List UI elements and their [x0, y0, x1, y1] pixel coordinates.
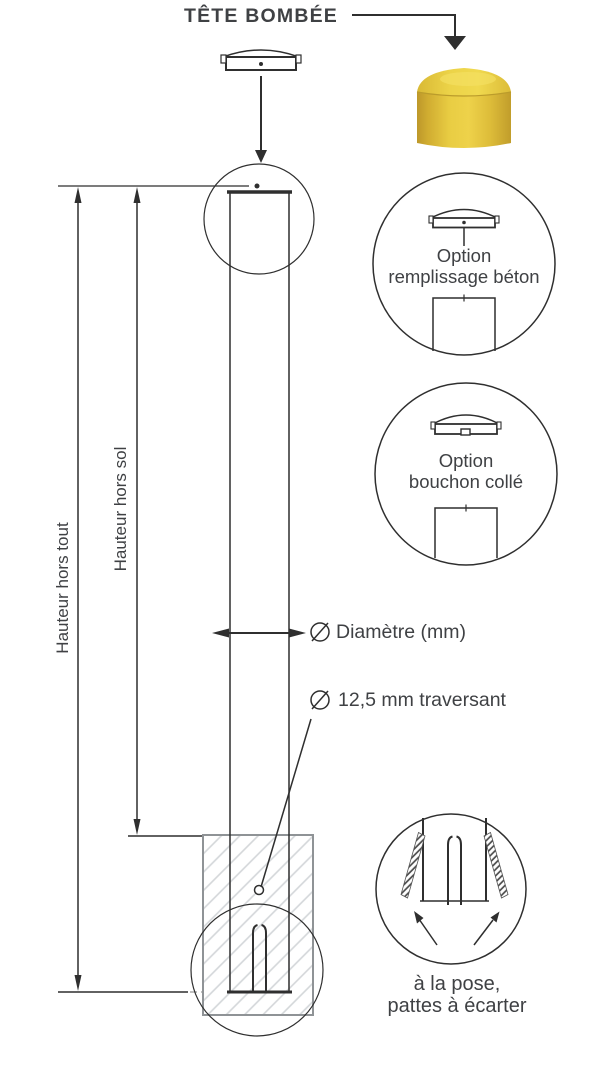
option-plug-line2: bouchon collé [408, 471, 524, 492]
installation-note-line1: à la pose, [413, 973, 501, 995]
hatched-footing [202, 834, 314, 1016]
option-concrete-line2: remplissage béton [388, 266, 540, 287]
dimension-above-ground-height [133, 187, 141, 835]
right-leg [483, 831, 509, 899]
above-ground-height-label: Hauteur hors sol [111, 446, 130, 572]
yellow-cap-3d-icon [416, 68, 512, 148]
diagram-title: TÊTE BOMBÉE [183, 5, 339, 27]
option-plug-line1: Option [438, 450, 494, 471]
dimension-overall-height [74, 187, 82, 991]
option-concrete-detail [372, 172, 556, 356]
spread-arrow-right [473, 911, 500, 946]
installation-note: à la pose, pattes à écarter [351, 973, 563, 1017]
domed-cap-profile-icon [220, 49, 302, 71]
diameter-arrow [212, 628, 306, 638]
cap-to-post-arrow [255, 76, 267, 163]
hole-diameter-sign-icon [310, 690, 330, 710]
option-glued-plug-detail [374, 382, 558, 566]
diameter-sign-icon [310, 622, 330, 642]
through-hole [253, 884, 265, 896]
legs-spread-detail [375, 813, 527, 965]
title-connector-arrow [352, 14, 466, 50]
post-bottom-slot [252, 924, 267, 991]
bollard-post [227, 190, 292, 994]
top-extension-line [58, 183, 260, 189]
diameter-label: Diamètre (mm) [336, 621, 466, 643]
option-plug-label: Option bouchon collé [366, 450, 566, 492]
bottom-detail-circle [190, 903, 324, 1037]
top-detail-circle [203, 163, 315, 275]
left-leg [400, 831, 426, 899]
spread-arrow-left [414, 911, 438, 946]
installation-note-line2: pattes à écarter [387, 994, 527, 1017]
through-hole-label: 12,5 mm traversant [338, 689, 506, 711]
option-concrete-line1: Option [436, 245, 492, 266]
hole-leader-line [260, 718, 312, 888]
overall-height-label: Hauteur hors tout [53, 522, 72, 654]
option-concrete-label: Option remplissage béton [364, 245, 564, 287]
